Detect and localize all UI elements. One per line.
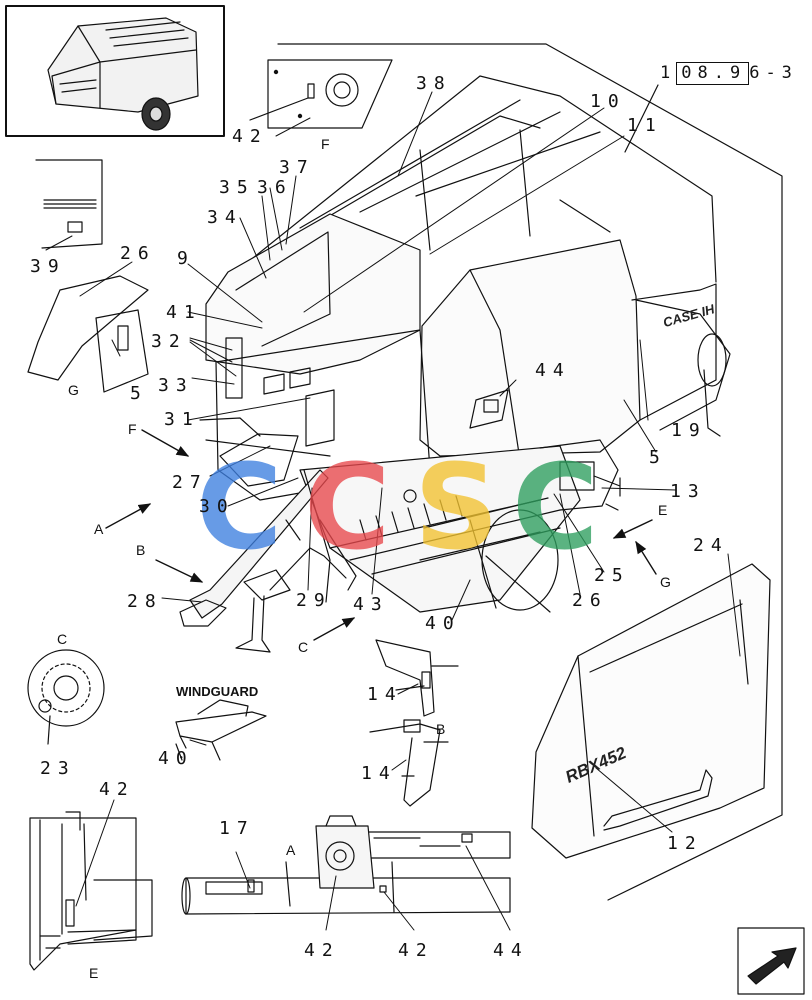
callout-41: 41	[166, 302, 202, 323]
view-a-axle	[181, 815, 511, 915]
callout-42-a1: 42	[304, 940, 340, 961]
callout-27: 27	[172, 472, 208, 493]
callout-38: 38	[416, 73, 452, 94]
callout-5-left: 5	[130, 383, 148, 404]
view-b-details	[369, 639, 459, 807]
watermark-letter-s: S	[414, 438, 499, 576]
callout-11: 11	[627, 115, 663, 136]
callout-26-right: 26	[572, 590, 608, 611]
watermark-letter-c2: C	[304, 438, 391, 576]
next-page-icon	[737, 927, 805, 995]
callout-44-mid: 44	[535, 360, 571, 381]
callout-42-top: 42	[232, 126, 268, 147]
callout-13: 13	[670, 481, 706, 502]
view-letter-f: F	[321, 136, 330, 152]
callout-43: 43	[353, 594, 389, 615]
arrow-letter-f: F	[128, 421, 137, 437]
callout-25: 25	[594, 565, 630, 586]
callout-36: 36	[257, 177, 293, 198]
callout-42-a2: 42	[398, 940, 434, 961]
thumbnail-overview	[5, 5, 225, 137]
view-letter-c: C	[57, 631, 68, 647]
view-letter-e: E	[89, 965, 99, 981]
callout-23: 23	[40, 758, 76, 779]
watermark-logo: C C S C	[196, 438, 599, 576]
callout-32: 32	[151, 331, 187, 352]
section-outline	[277, 43, 783, 901]
callout-14-top: 14	[367, 684, 403, 705]
callout-31: 31	[164, 409, 200, 430]
windguard-caption: WINDGUARD	[176, 684, 259, 699]
callout-30: 30	[199, 496, 235, 517]
baler-body	[179, 75, 731, 653]
arrow-letter-b: B	[136, 542, 146, 558]
arrow-letter-a: A	[94, 521, 104, 537]
callout-35: 35	[219, 177, 255, 198]
callout-44-a: 44	[493, 940, 529, 961]
callout-17: 17	[219, 818, 255, 839]
callout-40-main: 40	[425, 613, 461, 634]
view-f-plate	[249, 59, 393, 129]
callout-12: 12	[667, 833, 703, 854]
callout-42-e: 42	[99, 779, 135, 800]
callout-26-left: 26	[120, 243, 156, 264]
arrow-letter-c: C	[298, 639, 309, 655]
callout-37: 37	[279, 157, 315, 178]
view-letter-g: G	[68, 382, 79, 398]
view-c-round	[27, 649, 105, 745]
callout-33: 33	[158, 375, 194, 396]
arrow-letter-g: G	[660, 574, 671, 590]
callout-5-right: 5	[649, 447, 667, 468]
view-letter-a: A	[286, 842, 296, 858]
callout-28: 28	[127, 591, 163, 612]
callout-9: 9	[177, 248, 195, 269]
callout-10: 10	[590, 91, 626, 112]
callout-40-windguard: 40	[158, 748, 194, 769]
callout-39: 39	[30, 256, 66, 277]
watermark-letter-c1: C	[196, 438, 283, 576]
view-g-panel	[27, 159, 149, 393]
callout-24: 24	[693, 535, 729, 556]
callout-34: 34	[207, 207, 243, 228]
watermark-letter-c3: C	[512, 438, 599, 576]
callout-29: 29	[296, 590, 332, 611]
view-letter-b: B	[436, 721, 446, 737]
view-e-panel	[29, 811, 153, 971]
arrow-letter-e: E	[658, 502, 668, 518]
rbx-side-panel	[531, 563, 771, 859]
callout-19: 19	[671, 420, 707, 441]
callout-14-bottom: 14	[361, 763, 397, 784]
windguard-detail	[175, 699, 267, 761]
